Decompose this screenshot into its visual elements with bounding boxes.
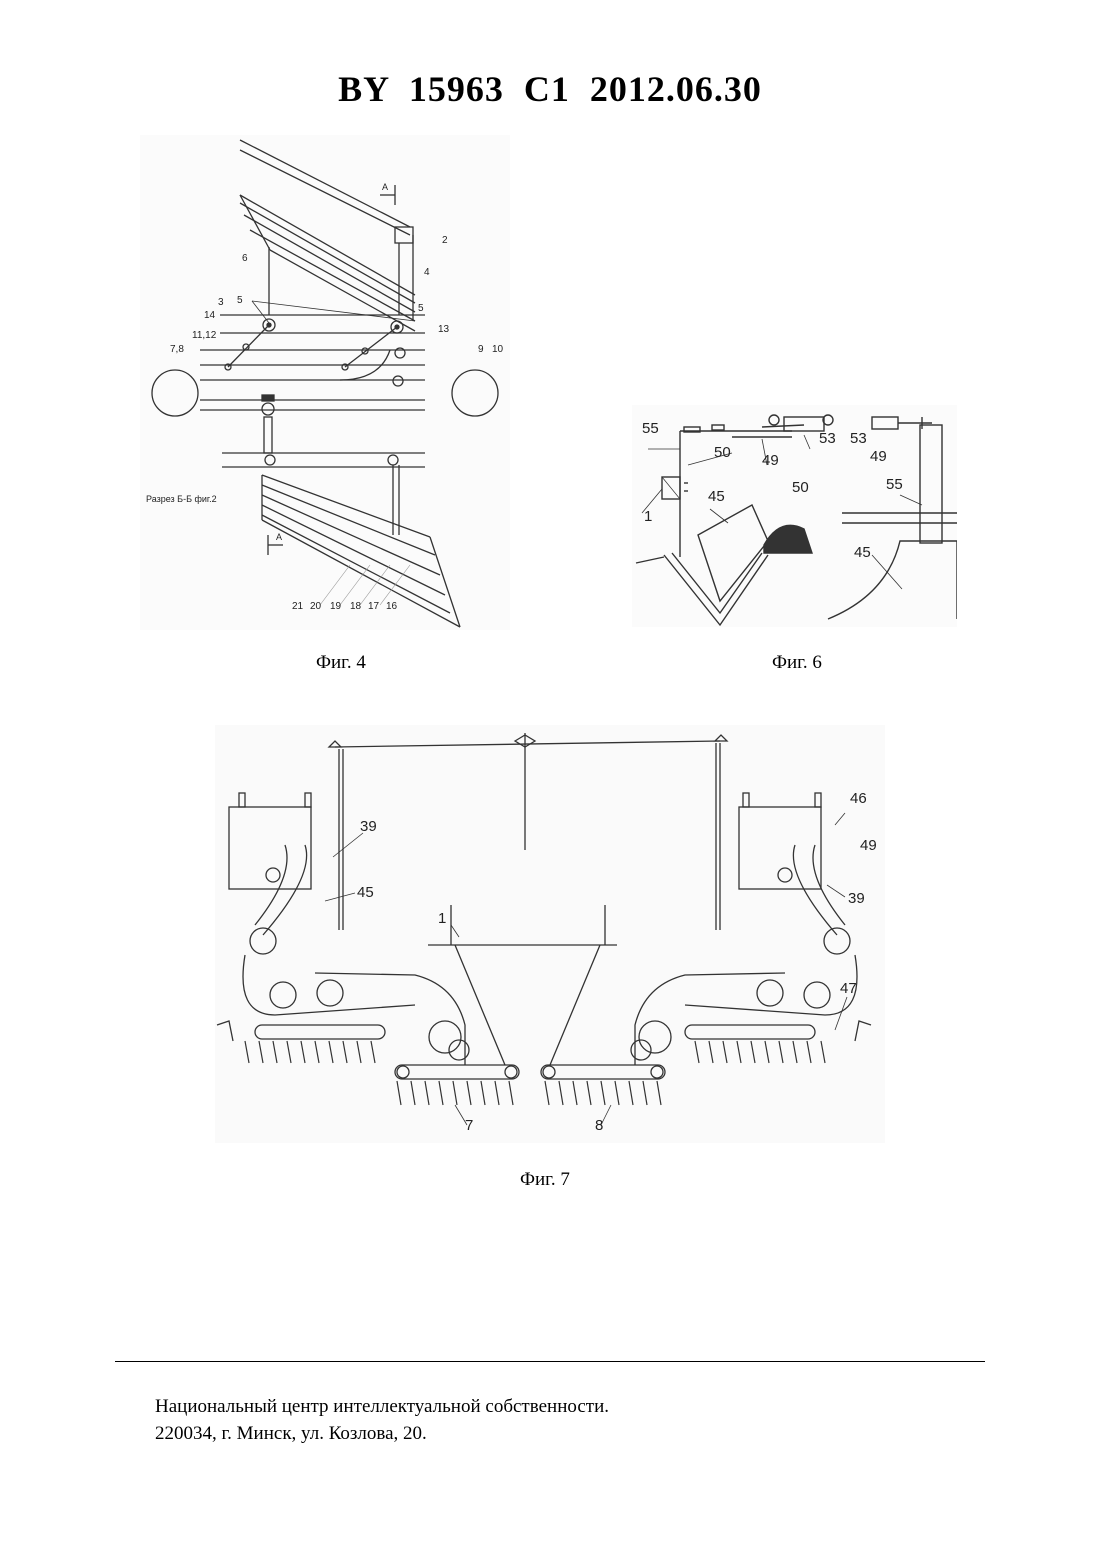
fig4-label-18: 18: [350, 601, 362, 612]
fig4-label-5a: 5: [237, 295, 243, 306]
fig6-label-53b: 53: [850, 430, 867, 447]
fig4-label-2: 2: [442, 235, 448, 246]
fig4-label-11-12: 11,12: [192, 330, 217, 341]
fig4-label-17: 17: [368, 601, 380, 612]
footer-address: 220034, г. Минск, ул. Козлова, 20.: [155, 1420, 609, 1447]
fig6-label-49a: 49: [762, 452, 779, 469]
fig6-label-49b: 49: [870, 448, 887, 465]
fig6-label-53a: 53: [819, 430, 836, 447]
fig4-label-21: 21: [292, 601, 304, 612]
fig7-label-46: 46: [850, 790, 867, 807]
fig6-label-50a: 50: [714, 444, 731, 461]
footer: Национальный центр интеллектуальной собс…: [155, 1393, 609, 1447]
fig4-label-9: 9: [478, 344, 484, 355]
footer-divider: [115, 1361, 985, 1362]
fig7-label-49: 49: [860, 837, 877, 854]
fig6-label-50b: 50: [792, 479, 809, 496]
fig7-label-47: 47: [840, 980, 857, 997]
fig4-label-10: 10: [492, 344, 504, 355]
figure-6-drawing: 55 50 49 50 53 1 45 53 49 55 45: [632, 405, 957, 627]
fig6-label-45a: 45: [708, 488, 725, 505]
fig4-label-7-8: 7,8: [170, 344, 184, 355]
fig6-label-55a: 55: [642, 420, 659, 437]
fig4-label-13: 13: [438, 324, 450, 335]
fig7-label-45: 45: [357, 884, 374, 901]
fig4-label-6: 6: [242, 253, 248, 264]
fig4-label-19: 19: [330, 601, 342, 612]
fig6-label-45b: 45: [854, 544, 871, 561]
fig4-view-mark-top: A: [382, 182, 388, 192]
figure-7-caption: Фиг. 7: [520, 1169, 570, 1191]
fig4-label-14: 14: [204, 310, 216, 321]
fig6-label-1: 1: [644, 508, 652, 525]
fig6-label-55b: 55: [886, 476, 903, 493]
document-header: BY 15963 C1 2012.06.30: [0, 68, 1100, 110]
footer-organization: Национальный центр интеллектуальной собс…: [155, 1393, 609, 1420]
fig4-view-mark-bottom: A: [276, 532, 282, 542]
fig4-label-20: 20: [310, 601, 322, 612]
fig4-label-16: 16: [386, 601, 398, 612]
fig4-label-4: 4: [424, 267, 430, 278]
fig4-label-5b: 5: [418, 303, 424, 314]
figure-6-caption: Фиг. 6: [772, 652, 822, 674]
figure-7-drawing: 39 45 46 49 39 47 1 7 8: [215, 725, 885, 1143]
fig7-label-8: 8: [595, 1117, 603, 1134]
fig4-label-3: 3: [218, 297, 224, 308]
fig7-label-39a: 39: [360, 818, 377, 835]
fig7-label-39b: 39: [848, 890, 865, 907]
figure-4-drawing: A A 2 4 6 3 5 5 14 11,12 13 7,8 9 10 21 …: [140, 135, 510, 630]
figure-4-caption: Фиг. 4: [316, 652, 366, 674]
fig4-section-label: Разрез Б-Б фиг.2: [146, 494, 217, 504]
fig7-label-7: 7: [465, 1117, 473, 1134]
fig7-label-1: 1: [438, 910, 446, 927]
